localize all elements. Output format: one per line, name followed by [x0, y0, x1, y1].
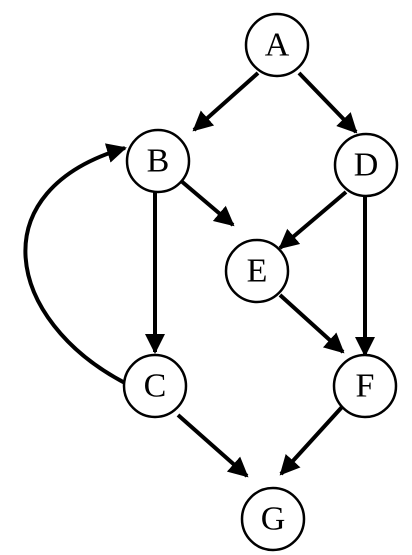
edge-c-to-g	[176, 413, 249, 478]
edge-c-to-b	[23, 143, 127, 385]
edge-d-to-e	[278, 190, 348, 250]
node-f-label: F	[356, 368, 375, 405]
edge-a-to-d	[297, 71, 358, 134]
node-c-label: C	[144, 368, 167, 405]
node-a-label: A	[265, 27, 290, 64]
edges	[23, 71, 375, 478]
node-e: E	[224, 238, 290, 304]
node-c-circle	[122, 353, 188, 419]
node-g-label: G	[261, 501, 286, 538]
edge-f-to-g	[279, 405, 344, 476]
node-a-circle	[244, 12, 310, 78]
node-d-circle	[333, 132, 399, 198]
edge-b-to-e	[178, 178, 235, 227]
node-b-label: B	[147, 143, 170, 180]
edge-e-to-f	[278, 293, 345, 354]
node-d-label: D	[354, 147, 379, 184]
node-c: C	[122, 353, 188, 419]
node-g-circle	[240, 486, 306, 552]
node-g: G	[240, 486, 306, 552]
node-e-circle	[224, 238, 290, 304]
node-a: A	[244, 12, 310, 78]
node-b: B	[125, 128, 191, 194]
edge-a-to-b	[192, 71, 260, 132]
node-f: F	[332, 353, 398, 419]
node-f-circle	[332, 353, 398, 419]
node-d: D	[333, 132, 399, 198]
node-b-circle	[125, 128, 191, 194]
node-e-label: E	[247, 253, 268, 290]
